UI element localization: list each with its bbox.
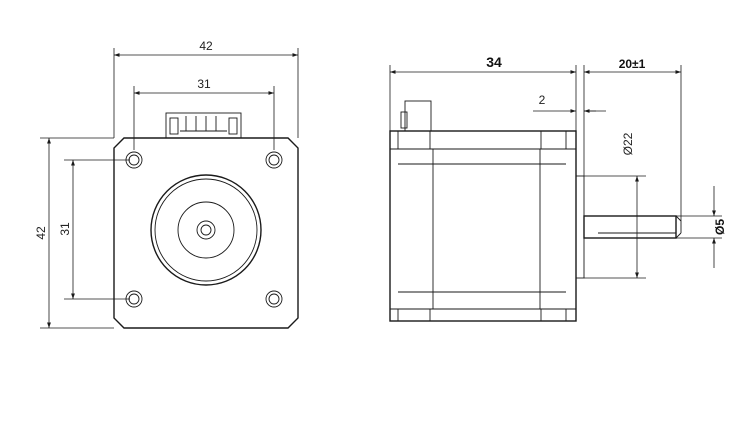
dimension-label: 42 (199, 39, 213, 53)
side-view: 34 20±1 2 Ø22 Ø5 (389, 54, 727, 322)
shaft-side (583, 215, 682, 239)
mounting-hole (265, 151, 283, 169)
mounting-hole (265, 290, 283, 308)
dimension-label: 20±1 (619, 57, 646, 71)
connector-side (400, 100, 432, 132)
dimension-hole-spacing-v-31: 31 (58, 159, 130, 300)
dimension-boss-diameter: Ø22 (584, 132, 646, 279)
motor-body-outline (389, 130, 577, 322)
dimension-label: 31 (197, 77, 211, 91)
motor-face-outline (113, 137, 299, 329)
boss-side (575, 175, 585, 279)
dimension-label: Ø5 (713, 219, 727, 235)
dimension-label: 42 (34, 226, 48, 240)
dimension-shaft-diameter: Ø5 (676, 186, 727, 268)
dimension-label: 2 (539, 93, 546, 107)
boss-and-shaft (150, 174, 262, 286)
dimension-label: 31 (58, 222, 72, 236)
dimension-shaft-length: 20±1 (583, 57, 682, 221)
dimension-hole-spacing-31: 31 (133, 77, 275, 150)
dimension-label: Ø22 (621, 132, 635, 155)
dimension-body-length-34: 34 (389, 54, 577, 176)
dimension-boss-height-2: 2 (533, 93, 606, 113)
connector (165, 112, 242, 139)
dimension-height-42: 42 (34, 137, 114, 329)
dimension-label: 34 (486, 54, 502, 70)
dimension-width-42: 42 (113, 39, 299, 138)
front-view: 42 31 42 31 (34, 39, 299, 329)
